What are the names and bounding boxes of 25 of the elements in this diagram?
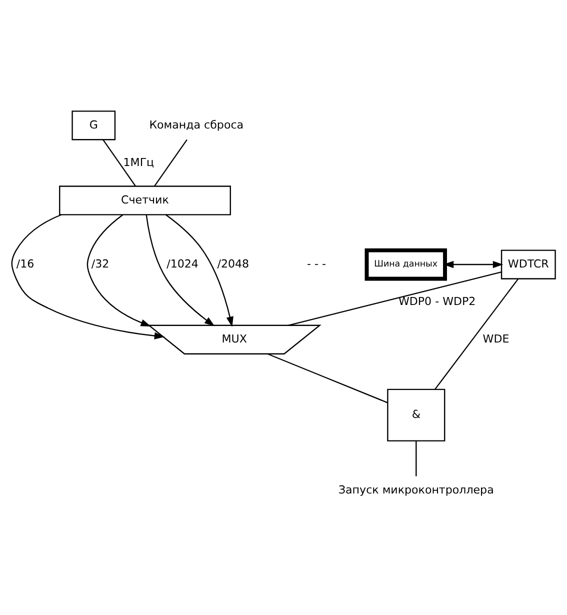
node-box: WDTCR — [500, 249, 556, 279]
edge-label: 1МГц — [123, 155, 154, 168]
edge-label: /1024 — [166, 256, 198, 270]
arrow — [11, 214, 165, 339]
connector — [154, 138, 188, 186]
node-box: & — [387, 388, 446, 441]
arrow — [86, 214, 152, 326]
node-box: G — [72, 110, 116, 140]
connector — [434, 278, 519, 390]
connector — [267, 352, 388, 403]
node-text: Команда сброса — [149, 118, 244, 131]
edge-label: WDE — [482, 332, 510, 346]
edge-label: /32 — [91, 256, 110, 270]
edge-label: /16 — [16, 256, 34, 270]
edge-label: /2048 — [217, 256, 250, 270]
edge-label: WDP0 - WDP2 — [398, 294, 476, 308]
connector — [102, 138, 136, 186]
arrow — [146, 214, 215, 326]
label: - - - — [307, 256, 326, 270]
arrow — [166, 214, 234, 326]
node-box: Шина данных — [364, 248, 447, 280]
node-text: Запуск микроконтроллера — [338, 483, 494, 496]
node-box: Счетчик — [59, 185, 231, 215]
connector — [416, 440, 417, 476]
connector — [288, 271, 502, 326]
